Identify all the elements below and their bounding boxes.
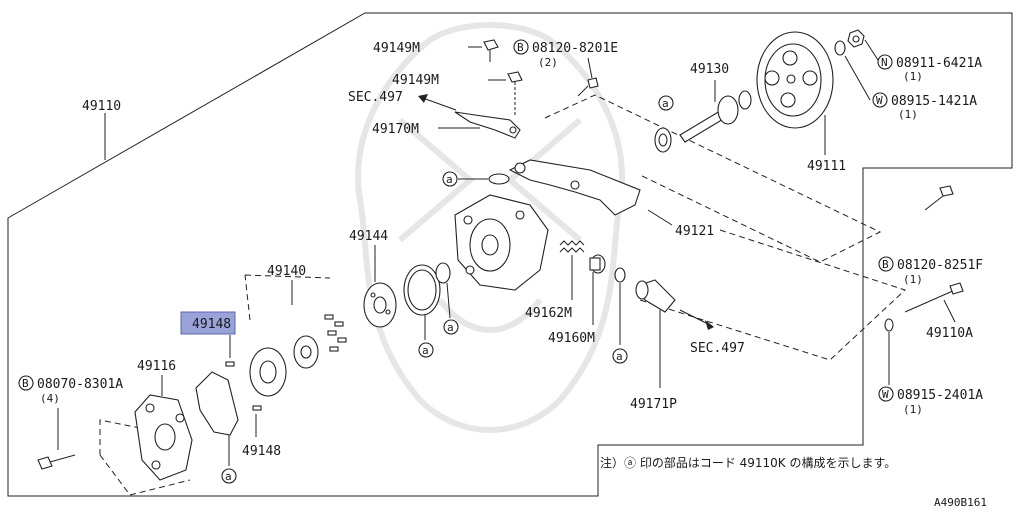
fastener-b08120-8251f: B 08120-8251F (1) xyxy=(878,256,983,286)
washer-small-icon xyxy=(884,318,894,332)
label-49140: 49140 xyxy=(267,264,306,279)
pump-body xyxy=(454,194,549,291)
svg-text:(4): (4) xyxy=(40,392,60,405)
seal-ring xyxy=(654,127,672,153)
label-49149m-a: 49149M xyxy=(373,41,420,56)
marker-a-gasket: a xyxy=(221,468,237,484)
washer-icon xyxy=(834,40,846,56)
fastener-b08120-8201e: B 08120-8201E (2) xyxy=(513,39,618,69)
label-49121: 49121 xyxy=(675,224,714,239)
bracket-49121 xyxy=(508,159,641,216)
fastener-w08915-1421a: W 08915-1421A (1) xyxy=(872,92,977,121)
plug-49160m xyxy=(589,254,606,274)
svg-text:B: B xyxy=(517,41,524,54)
svg-text:B: B xyxy=(22,377,29,390)
rotor-49144 xyxy=(363,282,397,328)
vanes xyxy=(324,314,347,352)
svg-text:08911-6421A: 08911-6421A xyxy=(896,56,982,71)
nut-icon xyxy=(847,29,865,48)
bolt-icon xyxy=(924,185,954,211)
fastener-b08070-8301a: B 08070-8301A (4) xyxy=(18,375,123,405)
screw-icon xyxy=(577,77,599,97)
svg-text:08915-2401A: 08915-2401A xyxy=(897,388,983,403)
label-49116: 49116 xyxy=(137,359,176,374)
label-49148: 49148 xyxy=(242,444,281,459)
diagram-id: A490B161 xyxy=(934,496,987,509)
cam-ring xyxy=(249,347,287,397)
label-49148-highlight: 49148 xyxy=(192,317,231,332)
svg-text:08070-8301A: 08070-8301A xyxy=(37,377,123,392)
assembly-outline xyxy=(7,12,1013,497)
svg-text:08915-1421A: 08915-1421A xyxy=(891,94,977,109)
svg-text:08120-8201E: 08120-8201E xyxy=(532,41,618,56)
label-49144: 49144 xyxy=(349,229,388,244)
svg-text:a: a xyxy=(662,97,669,110)
watermark-emblem xyxy=(355,22,625,433)
rotor-vane xyxy=(293,335,319,369)
highlight-49148 xyxy=(180,311,236,335)
label-49149m-b: 49149M xyxy=(392,73,439,88)
oring-large xyxy=(403,264,441,316)
connector-49171p xyxy=(635,279,676,313)
bolt-49149m-mid xyxy=(507,71,523,115)
label-49130: 49130 xyxy=(690,62,729,77)
ref-sec497-mid: SEC.497 xyxy=(690,341,745,356)
oring-small xyxy=(614,267,626,283)
label-49162m: 49162M xyxy=(525,306,572,321)
arrow-sec497-mid xyxy=(705,320,714,330)
svg-text:W: W xyxy=(882,388,889,401)
bracket-49170m xyxy=(454,111,521,139)
bolt-rear-icon xyxy=(37,454,76,470)
svg-text:(1): (1) xyxy=(903,403,923,416)
label-49110: 49110 xyxy=(82,99,121,114)
label-49170m: 49170M xyxy=(372,122,419,137)
svg-text:08120-8251F: 08120-8251F xyxy=(897,258,983,273)
gasket xyxy=(195,371,239,436)
marker-a-oring-large: a xyxy=(418,342,434,358)
svg-text:(2): (2) xyxy=(538,56,558,69)
svg-text:W: W xyxy=(876,94,883,107)
label-49171p: 49171P xyxy=(630,397,677,412)
bolt-49110a xyxy=(904,282,964,313)
oring-medium xyxy=(435,262,451,284)
svg-text:B: B xyxy=(882,258,889,271)
svg-text:a: a xyxy=(447,321,454,334)
arrow-sec497-top xyxy=(418,94,428,103)
label-49160m: 49160M xyxy=(548,331,595,346)
pulley-49111 xyxy=(756,31,834,129)
svg-text:a: a xyxy=(422,344,429,357)
shaft-49130 xyxy=(679,80,752,143)
svg-text:(1): (1) xyxy=(898,108,918,121)
svg-text:a: a xyxy=(446,173,453,186)
svg-text:N: N xyxy=(881,56,888,69)
fastener-w08915-2401a: W 08915-2401A (1) xyxy=(878,386,983,416)
svg-text:a: a xyxy=(225,470,232,483)
marker-a-top: a xyxy=(442,171,510,187)
label-49111: 49111 xyxy=(807,159,846,174)
marker-a-shaft: a xyxy=(658,95,674,111)
marker-a-oring: a xyxy=(612,348,628,364)
svg-text:a: a xyxy=(616,350,623,363)
footnote: 注）ⓐ 印の部品はコード 49110K の構成を示します。 xyxy=(600,455,896,470)
cover-49116 xyxy=(134,394,193,481)
marker-a-oring-medium: a xyxy=(443,319,459,335)
ref-sec497-top: SEC.497 xyxy=(348,90,403,105)
fastener-n08911-6421a: N 08911-6421A (1) xyxy=(877,54,982,83)
svg-text:(1): (1) xyxy=(903,273,923,286)
spring-49162m xyxy=(559,240,585,253)
label-49110a: 49110A xyxy=(926,326,973,341)
bolt-49149m-top xyxy=(483,39,499,62)
pin-icon xyxy=(225,361,262,411)
bracket-dashed-outline xyxy=(544,94,906,361)
svg-text:(1): (1) xyxy=(903,70,923,83)
